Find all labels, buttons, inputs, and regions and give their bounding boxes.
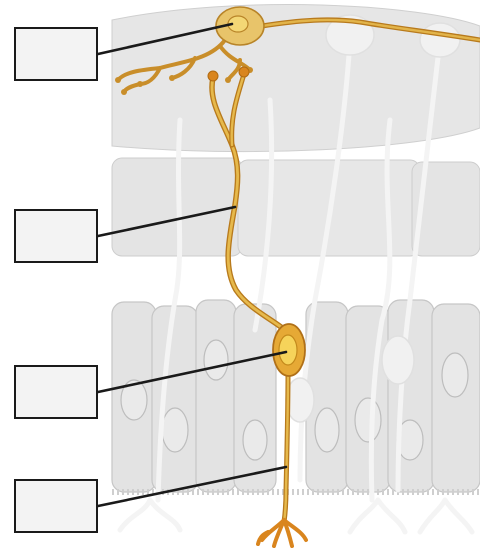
axon-terminals [258, 520, 306, 546]
dendrite-terminal [169, 75, 175, 81]
cell-nucleus [162, 408, 188, 452]
dendritic-knob [208, 71, 218, 81]
dendritic-knob [239, 67, 249, 77]
label-box-1[interactable] [14, 27, 98, 81]
cell-nucleus [315, 408, 339, 452]
label-box-3[interactable] [14, 365, 98, 419]
bipolar-soma-nucleus [279, 335, 297, 365]
columnar-cell [196, 300, 236, 492]
dendrite-terminal [137, 81, 143, 87]
cell-nucleus [243, 420, 267, 460]
columnar-cell [388, 300, 434, 492]
top-tissue-layer [112, 5, 480, 152]
dendrite-terminal [115, 77, 121, 83]
dendrite-terminal [225, 77, 231, 83]
ghost-dendrite [350, 500, 405, 532]
bipolar-soma [273, 324, 305, 376]
dendrite-terminal [121, 89, 127, 95]
cell-nucleus [204, 340, 228, 380]
ghost-dendrite [420, 500, 472, 532]
cell-nucleus [442, 353, 468, 397]
label-box-2[interactable] [14, 209, 98, 263]
label-box-4[interactable] [14, 479, 98, 533]
cell-nucleus [355, 398, 381, 442]
ghost-soma [420, 23, 460, 57]
columnar-cell [432, 304, 480, 492]
ghost-soma [382, 336, 414, 384]
ghost-dendrite [120, 500, 180, 530]
